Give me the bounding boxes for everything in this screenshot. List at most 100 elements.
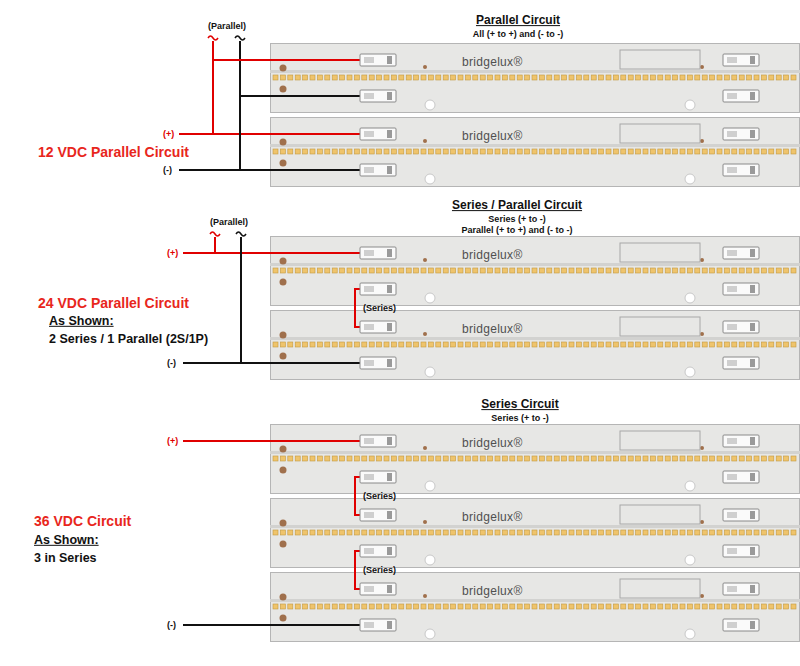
led-chip (628, 75, 633, 80)
connector-housing (723, 90, 759, 102)
connector-latch (387, 56, 392, 64)
wire-connector (360, 283, 396, 295)
solder-pad (700, 446, 704, 450)
led-chip (636, 604, 641, 609)
led-chip (428, 456, 433, 461)
connector-latch (387, 166, 392, 174)
led-chip (517, 604, 522, 609)
connector-housing (360, 164, 396, 176)
led-chip (317, 342, 322, 347)
led-chip (295, 456, 300, 461)
led-chip (443, 268, 448, 273)
led-chip (606, 268, 611, 273)
connector-housing (723, 545, 759, 557)
led-track (270, 70, 800, 73)
led-chip (362, 530, 367, 535)
led-chip (724, 604, 729, 609)
led-chip (687, 268, 692, 273)
series-jumper (354, 494, 356, 498)
led-chip (465, 342, 470, 347)
led-chip (532, 268, 537, 273)
led-strip-board: bridgelux® (270, 43, 800, 113)
led-chip (532, 342, 537, 347)
led-chip (650, 342, 655, 347)
led-chip (554, 149, 559, 154)
connector-housing (360, 247, 396, 259)
led-chip (747, 456, 752, 461)
led-chip (317, 268, 322, 273)
connector-latch (387, 547, 392, 555)
led-chip (399, 149, 404, 154)
led-chip (325, 75, 330, 80)
note-label: (-) (166, 620, 177, 630)
led-chip (295, 75, 300, 80)
led-chip (458, 604, 463, 609)
led-chip (288, 456, 293, 461)
led-chip (406, 530, 411, 535)
led-chip (340, 530, 345, 535)
led-chip (739, 530, 744, 535)
led-chip (569, 530, 574, 535)
connector-latch (750, 285, 755, 293)
led-chip (724, 75, 729, 80)
led-chip (687, 342, 692, 347)
led-track (270, 451, 800, 454)
led-chip (495, 604, 500, 609)
led-chip (710, 342, 715, 347)
mounting-hole (685, 555, 695, 565)
led-chip (539, 149, 544, 154)
led-chip (747, 268, 752, 273)
led-chip (732, 604, 737, 609)
led-chip (569, 149, 574, 154)
wire-connector (723, 619, 759, 631)
led-chip (747, 75, 752, 80)
led-chip (539, 530, 544, 535)
led-chip (584, 530, 589, 535)
solder-pad (280, 615, 287, 622)
led-chip (710, 530, 715, 535)
led-chip (710, 75, 715, 80)
solder-pad (423, 332, 427, 336)
led-chip (791, 456, 796, 461)
led-chip (369, 342, 374, 347)
led-chip (488, 604, 493, 609)
led-chip (458, 456, 463, 461)
voltage-heading: 24 VDC Parallel Circuit (37, 295, 190, 311)
led-chip (295, 342, 300, 347)
led-chip (273, 604, 278, 609)
led-chip (562, 530, 567, 535)
led-chip (310, 75, 315, 80)
led-chip (650, 456, 655, 461)
led-chip (576, 530, 581, 535)
led-chip (717, 604, 722, 609)
label-area (620, 243, 700, 262)
board-illustration (270, 424, 800, 494)
led-chip (769, 530, 774, 535)
led-chip (510, 456, 515, 461)
led-chip (599, 456, 604, 461)
connector-slot (364, 512, 374, 518)
board-illustration (270, 498, 800, 568)
led-chip (769, 268, 774, 273)
led-chip (325, 604, 330, 609)
led-chip (369, 149, 374, 154)
connector-slot (727, 93, 737, 99)
connector-housing (723, 247, 759, 259)
wire-connector (723, 90, 759, 102)
led-chip (621, 75, 626, 80)
led-chip (480, 456, 485, 461)
solder-pad (700, 520, 704, 524)
led-chip (517, 530, 522, 535)
led-chip (554, 456, 559, 461)
led-chip (591, 342, 596, 347)
wire-connector (723, 583, 759, 595)
led-chip (665, 75, 670, 80)
led-chip (643, 149, 648, 154)
led-chip (754, 456, 759, 461)
led-chip (406, 604, 411, 609)
led-chip (325, 149, 330, 154)
led-chip (458, 342, 463, 347)
connector-slot (727, 324, 737, 330)
led-chip (539, 604, 544, 609)
led-chip (377, 268, 382, 273)
